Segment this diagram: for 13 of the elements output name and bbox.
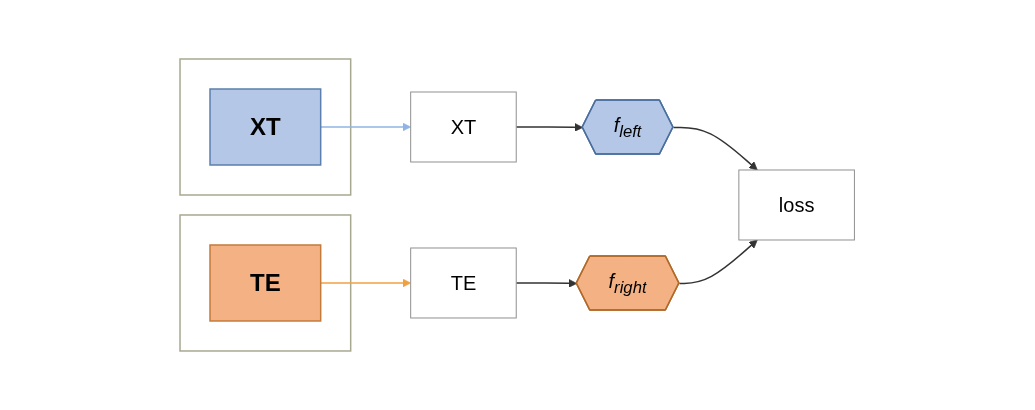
arrow: [678, 239, 758, 285]
cluster: [179, 58, 352, 196]
cluster: [179, 214, 352, 352]
node-box: XT: [209, 88, 322, 166]
arrow: [515, 123, 584, 132]
node-box: TE: [209, 244, 322, 322]
node-box: XT: [410, 91, 517, 163]
node-box: TE: [410, 247, 517, 319]
node-box: loss: [738, 169, 856, 241]
arrow: [320, 122, 412, 132]
arrow: [320, 278, 412, 288]
arrow: [672, 126, 758, 171]
arrow: [515, 278, 578, 288]
